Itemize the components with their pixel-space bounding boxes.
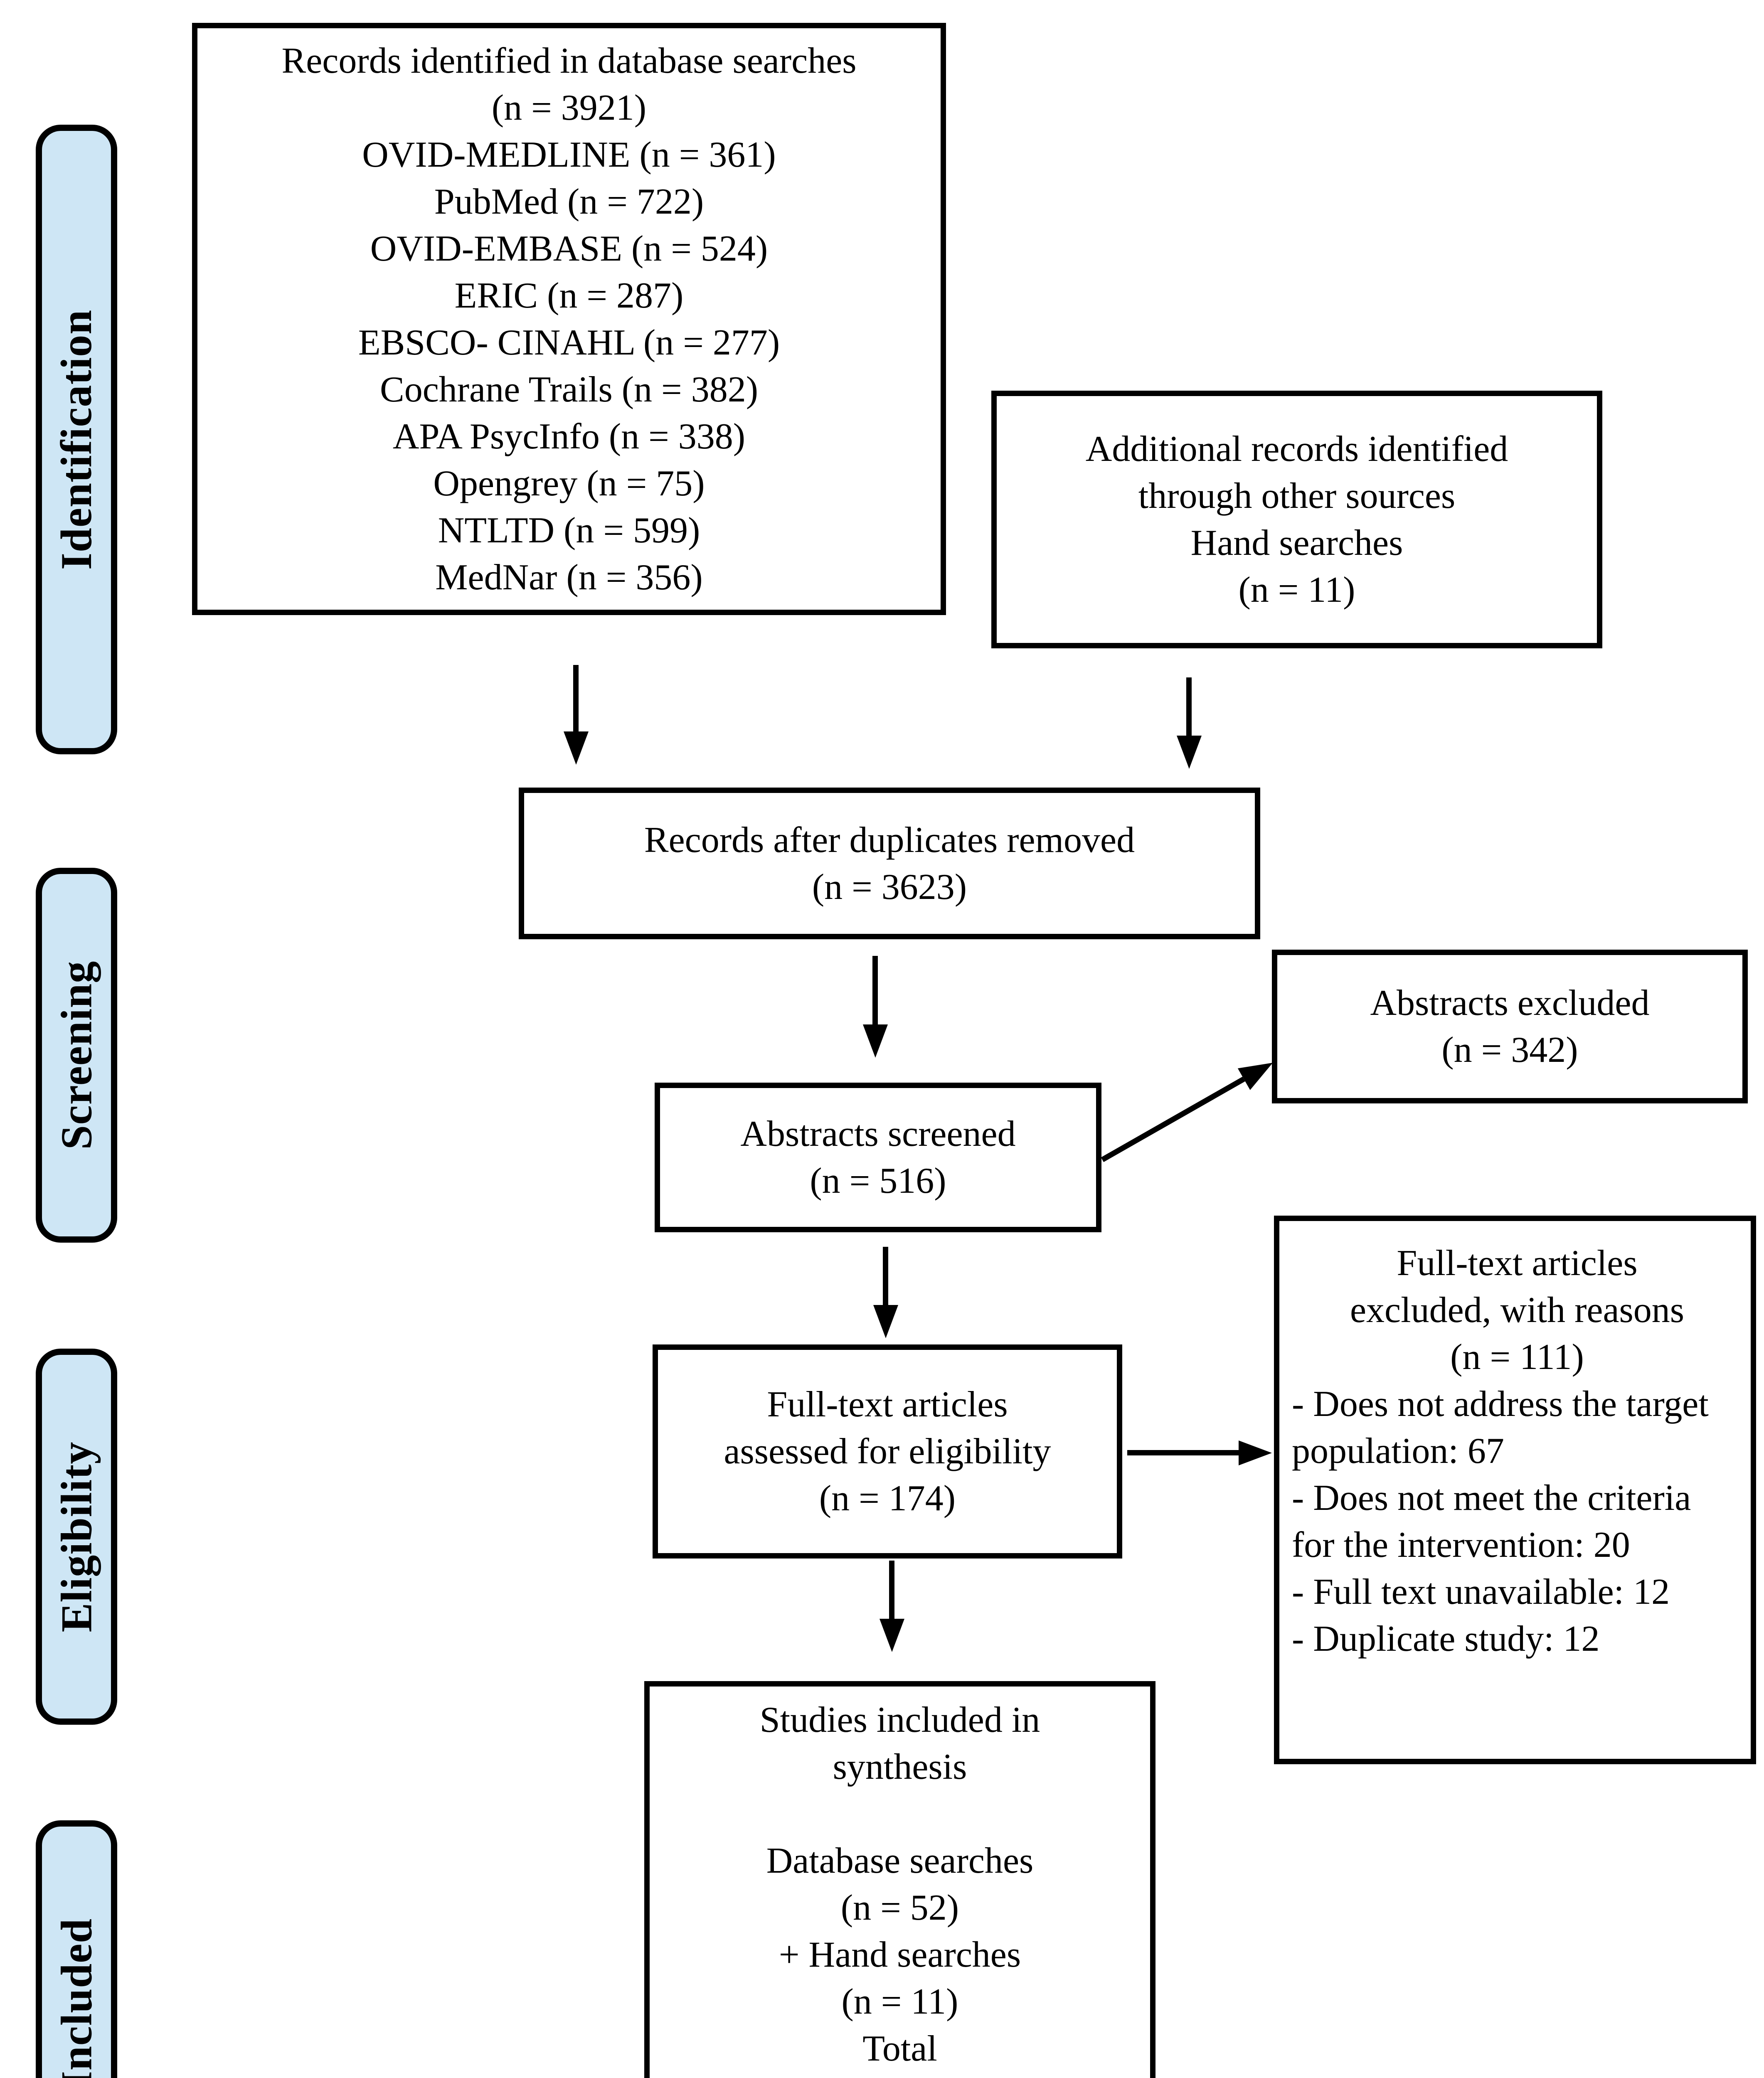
box-abstracts-screened: Abstracts screened (n = 516) [655,1083,1101,1232]
box-additional-records-text: Additional records identified through ot… [1085,429,1508,610]
arrow-down-icon [1186,677,1192,736]
stage-label-screening-text: Screening [52,960,101,1150]
box-records-identified-text: Records identified in database searches … [281,40,857,598]
stage-label-included-text: Included [52,1918,101,2078]
box-fulltext-assessed-text: Full-text articles assessed for eligibil… [724,1384,1051,1519]
arrow-down-icon [573,665,579,731]
arrow-diagonal-up-right-icon [1101,1076,1245,1162]
box-fulltext-excluded-reasons: Full-text articles excluded, with reason… [1274,1216,1756,1764]
box-studies-included: Studies included in synthesis Database s… [644,1681,1155,2078]
arrow-down-icon [872,956,878,1024]
box-duplicates-removed: Records after duplicates removed (n = 36… [519,788,1260,939]
excluded-reason-item: - Does not meet the criteria for the int… [1292,1478,1691,1565]
arrow-down-icon [883,1247,888,1305]
stage-label-eligibility-text: Eligibility [52,1441,101,1632]
excluded-reason-item: - Does not address the target population… [1292,1384,1709,1471]
stage-label-identification-text: Identification [52,309,101,570]
excluded-reason-item: - Duplicate study: 12 [1292,1619,1600,1659]
excluded-reason-item: - Full text unavailable: 12 [1292,1572,1670,1612]
box-abstracts-excluded-text: Abstracts excluded (n = 342) [1370,983,1650,1070]
box-records-identified: Records identified in database searches … [192,23,946,615]
box-duplicates-removed-text: Records after duplicates removed (n = 36… [644,820,1135,907]
box-additional-records: Additional records identified through ot… [991,391,1602,648]
stage-label-eligibility: Eligibility [36,1349,117,1725]
box-abstracts-excluded: Abstracts excluded (n = 342) [1272,950,1748,1103]
arrow-right-icon [1127,1450,1239,1455]
arrow-down-icon [889,1561,894,1619]
stage-label-screening: Screening [36,868,117,1243]
box-studies-included-text: Studies included in synthesis Database s… [759,1699,1040,2078]
box-fulltext-assessed: Full-text articles assessed for eligibil… [653,1344,1122,1558]
box-abstracts-screened-text: Abstracts screened (n = 516) [740,1114,1016,1201]
box-fulltext-excluded-header: Full-text articles excluded, with reason… [1350,1243,1684,1377]
stage-label-identification: Identification [36,125,117,754]
stage-label-included: Included [36,1820,117,2078]
